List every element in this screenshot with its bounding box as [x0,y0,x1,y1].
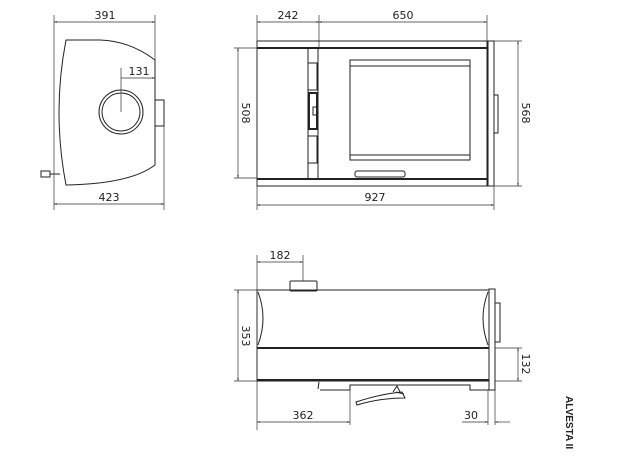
dim-label-391: 391 [95,9,116,22]
dim-label-650: 650 [393,9,414,22]
slot-top [307,62,318,91]
side-handle [154,99,165,127]
dim-label-132: 132 [519,354,532,375]
side-body-outline [58,39,156,186]
dim-label-568: 568 [519,103,532,124]
dim-label-353: 353 [239,326,252,347]
dim-label-182: 182 [270,249,291,262]
plan-rear-flange [488,288,496,391]
dim-label-508: 508 [239,103,252,124]
flue-outlet [289,280,318,292]
air-control-knob [40,170,51,178]
air-lever [355,391,406,406]
dim-label-131: 131 [129,65,150,78]
rear-handle [493,94,499,134]
side-panel [256,47,309,180]
dim-label-423: 423 [99,191,120,204]
slot-bottom [307,135,318,164]
dim-label-30: 30 [464,409,478,422]
model-title: ALVESTA II [563,396,574,449]
base-feet [317,381,489,391]
front-view: 242 650 508 568 927 [234,9,532,210]
dim-label-362: 362 [293,409,314,422]
door-glass [349,59,471,161]
dim-label-242: 242 [278,9,299,22]
front-body [256,40,489,187]
plan-rear-handle [494,302,501,343]
door-handle-bar [354,170,406,178]
dim-label-927: 927 [365,191,386,204]
plan-view: 182 353 132 362 30 [234,249,532,430]
plan-body [256,289,490,382]
side-view: 391 131 423 [40,9,165,210]
